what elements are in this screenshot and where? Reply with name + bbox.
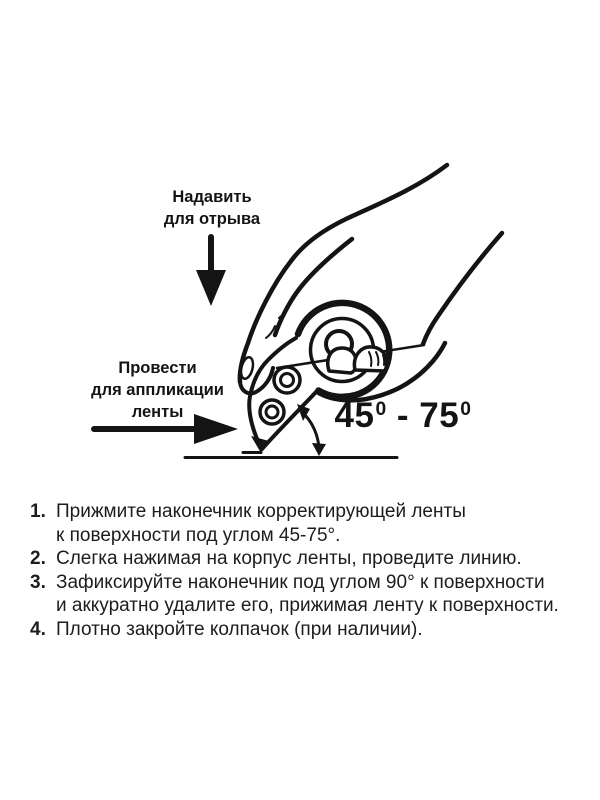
- angle-min: 45: [334, 396, 375, 435]
- press-to-tear-label: Надавить для отрыва: [130, 186, 294, 230]
- index-finger-underside: [238, 366, 275, 396]
- apply-tape-label: Провести для аппликации ленты: [75, 357, 240, 423]
- apply-label-line: Провести: [118, 359, 197, 377]
- degree-superscript: 0: [375, 399, 387, 421]
- instruction-item: 3. Зафиксируйте наконечник под углом 90°…: [30, 571, 578, 618]
- angle-range-label: 450 - 750: [318, 396, 488, 442]
- wrist-contour: [420, 230, 505, 347]
- tape-spool-outer-ring: [294, 299, 393, 401]
- fingernail-line: [382, 354, 386, 366]
- finger-inner-line: [272, 236, 355, 338]
- guide-roller-axle: [279, 372, 295, 388]
- instruction-item: 2. Слегка нажимая на корпус ленты, прове…: [30, 547, 578, 571]
- index-fingernail: [239, 355, 255, 381]
- instruction-number: 3.: [30, 571, 46, 593]
- apply-label-line: для аппликации: [91, 381, 224, 399]
- instruction-text: Зафиксируйте наконечник под углом 90° к …: [56, 571, 559, 617]
- degree-superscript: 0: [460, 399, 472, 421]
- body-nose-left-edge: [247, 336, 298, 450]
- applicator-tip: [251, 436, 269, 453]
- hand-top-contour: [237, 162, 450, 385]
- instruction-text: Прижмите наконечник корректирующей ленты…: [56, 501, 466, 546]
- body-tail-edge: [314, 340, 448, 403]
- instruction-illustration: [91, 162, 505, 459]
- fingernail-line: [368, 351, 373, 367]
- angle-separator: -: [386, 396, 420, 435]
- instruction-text: Слегка нажимая на корпус ленты, проведит…: [56, 548, 522, 569]
- angle-max: 75: [419, 396, 460, 435]
- instruction-item: 1. Прижмите наконечник корректирующей ле…: [30, 500, 578, 547]
- press-label-line: Надавить: [172, 188, 252, 206]
- instruction-list: 1. Прижмите наконечник корректирующей ле…: [30, 500, 578, 641]
- fingernail-line: [375, 351, 380, 366]
- fingertips-drawing: [326, 345, 389, 375]
- angle-arc: [297, 404, 326, 456]
- instruction-number: 2.: [30, 548, 46, 569]
- hand-drawing: [237, 162, 505, 396]
- apply-arrow-icon: [91, 414, 238, 444]
- instruction-item: 4. Плотно закройте колпачок (при наличии…: [30, 618, 578, 642]
- press-label-line: для отрыва: [163, 210, 261, 228]
- knuckle-crease: [278, 302, 291, 319]
- instruction-text: Плотно закройте колпачок (при наличии).: [56, 618, 423, 640]
- fingertip: [326, 346, 359, 375]
- instruction-number: 4.: [30, 618, 46, 640]
- instruction-number: 1.: [30, 501, 46, 522]
- apply-label-line: ленты: [131, 403, 184, 421]
- guide-roller-axle: [264, 404, 280, 420]
- knuckle-crease: [265, 325, 276, 339]
- press-arrow-icon: [196, 234, 226, 306]
